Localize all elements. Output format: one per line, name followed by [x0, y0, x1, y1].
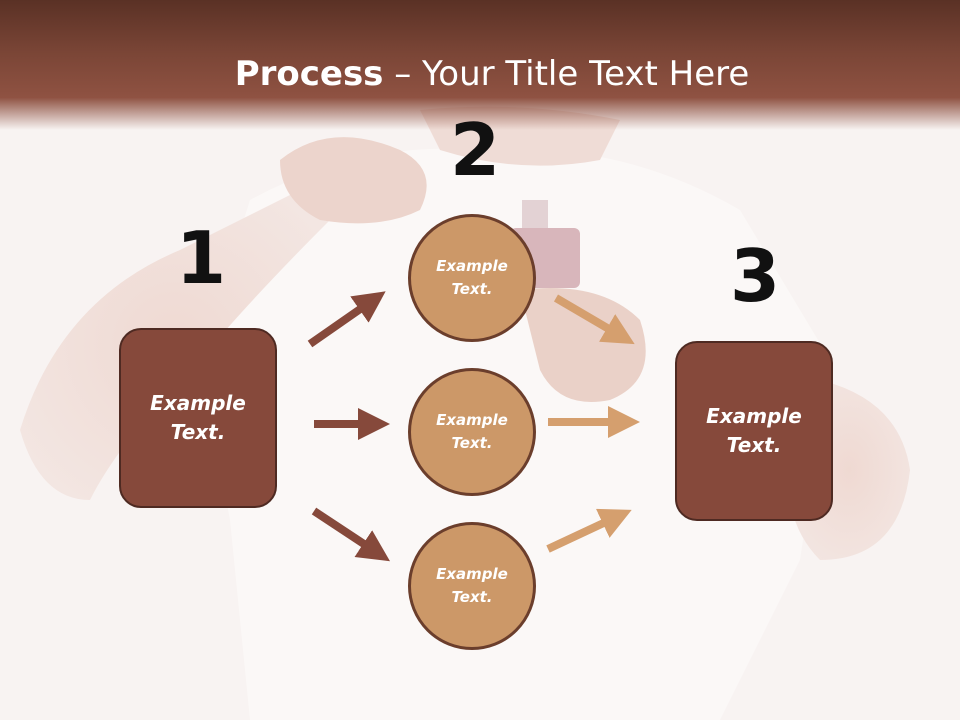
step-3-box: Example Text.: [675, 341, 833, 521]
step-number-1: 1: [176, 216, 227, 300]
circle-1: Example Text.: [408, 214, 536, 342]
title-rest: – Your Title Text Here: [383, 54, 750, 94]
step-number-3: 3: [730, 234, 781, 318]
circle-2: Example Text.: [408, 368, 536, 496]
step-1-box: Example Text.: [119, 328, 277, 508]
title-bold: Process: [234, 54, 384, 94]
circle-2-text: Example Text.: [436, 411, 508, 452]
slide-title: Process – Your Title Text Here: [0, 52, 960, 96]
title-bar: [0, 0, 960, 130]
step-1-text: Example Text.: [150, 391, 246, 444]
step-3-text: Example Text.: [706, 404, 802, 457]
step-number-2: 2: [450, 108, 501, 192]
circle-3: Example Text.: [408, 522, 536, 650]
circle-3-text: Example Text.: [436, 565, 508, 606]
circle-1-text: Example Text.: [436, 257, 508, 298]
